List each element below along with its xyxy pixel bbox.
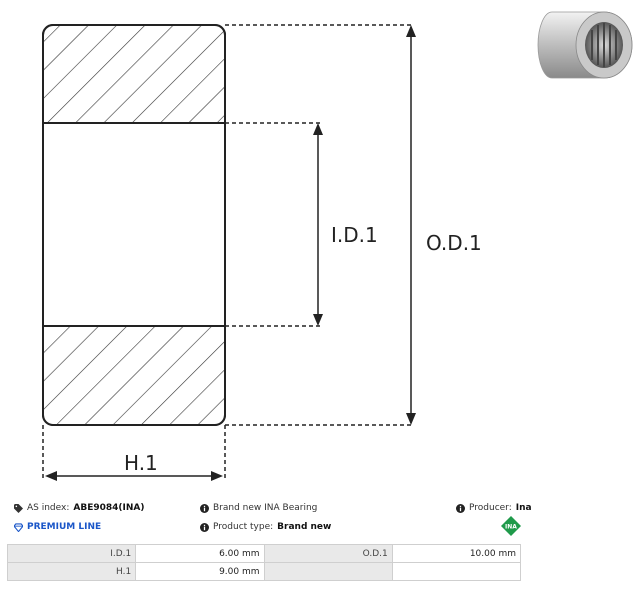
description-text: Brand new INA Bearing (213, 503, 318, 513)
outer-diameter-dimension (406, 25, 416, 425)
brand-logo: INA (501, 516, 521, 536)
producer-info: Producer: Ina (456, 503, 532, 513)
inner-diameter-dimension (313, 123, 323, 326)
producer-label: Producer: (469, 503, 512, 513)
brand-logo-text: INA (505, 524, 517, 531)
extension-lines (42, 24, 412, 480)
table-row: H.1 9.00 mm (6, 562, 522, 581)
bearing-wall-top (42, 24, 226, 124)
as-index-info: AS index: ABE9084(INA) (14, 503, 145, 513)
info-icon (456, 503, 465, 513)
height-dimension (45, 471, 223, 481)
spec-key: O.D.1 (263, 544, 393, 563)
as-index-value: ABE9084(INA) (73, 503, 145, 513)
product-type-value: Brand new (277, 522, 332, 532)
height-label: H.1 (124, 451, 158, 475)
spec-value (391, 562, 522, 581)
spec-value: 10.00 mm (391, 544, 522, 563)
tag-icon (14, 503, 23, 513)
info-icon (200, 522, 209, 532)
spec-key: I.D.1 (6, 544, 137, 563)
info-icon (200, 503, 209, 513)
table-row: I.D.1 6.00 mm O.D.1 10.00 mm (6, 544, 522, 563)
bearing-cross-section-drawing: I.D.1 O.D.1 H.1 (42, 24, 482, 481)
description-info: Brand new INA Bearing (200, 503, 317, 513)
product-photo (537, 11, 633, 79)
spec-key (263, 562, 393, 581)
product-type-info: Product type: Brand new (200, 522, 331, 532)
bearing-wall-bottom (42, 325, 226, 426)
outer-diameter-label: O.D.1 (426, 231, 482, 255)
diamond-icon (14, 522, 23, 532)
spec-value: 9.00 mm (135, 562, 265, 581)
spec-key: H.1 (6, 562, 137, 581)
inner-diameter-label: I.D.1 (331, 223, 378, 247)
as-index-label: AS index: (27, 503, 70, 513)
premium-line-badge: PREMIUM LINE (14, 522, 101, 532)
spec-table: I.D.1 6.00 mm O.D.1 10.00 mm H.1 9.00 mm (6, 544, 522, 581)
producer-value: Ina (515, 503, 532, 513)
spec-value: 6.00 mm (135, 544, 265, 563)
premium-line-label: PREMIUM LINE (27, 522, 102, 532)
product-type-label: Product type: (213, 522, 274, 532)
